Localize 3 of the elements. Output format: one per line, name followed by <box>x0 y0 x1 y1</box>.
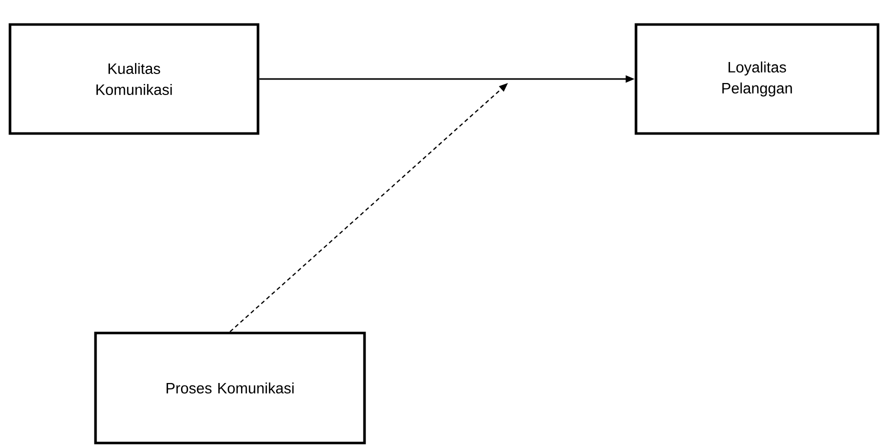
box: Proses Komunikasi <box>94 332 366 444</box>
box: Loyalitas Pelanggan <box>634 23 880 135</box>
box: Kualitas Komunikasi <box>8 23 260 135</box>
